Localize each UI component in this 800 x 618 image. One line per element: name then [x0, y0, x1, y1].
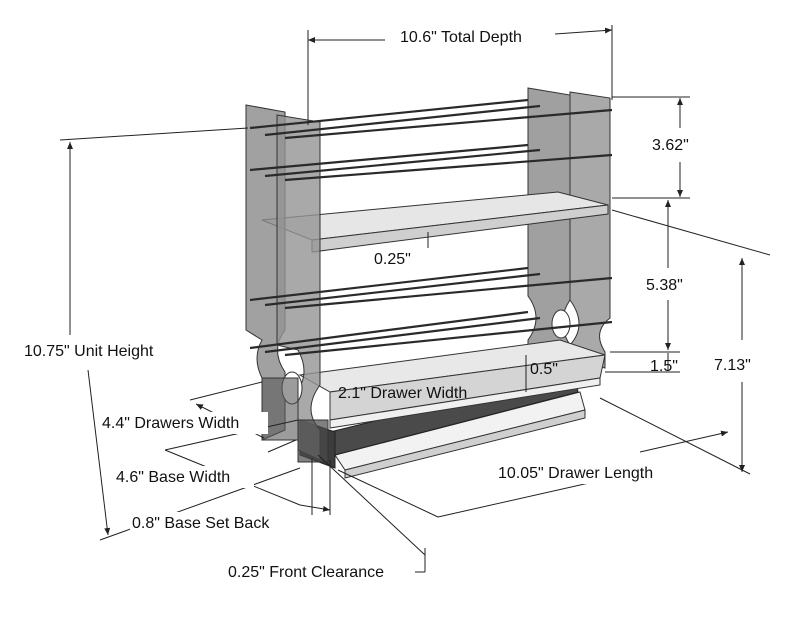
front-clearance-label: 0.25" Front Clearance [228, 564, 384, 581]
dimension-labels: 10.6" Total Depth 3.62" 0.25" 5.38" 10.7… [22, 26, 770, 581]
drawers-height-label: 7.13" [714, 357, 751, 374]
front-side-panels [245, 104, 329, 463]
unit-height-label: 10.75" Unit Height [24, 343, 154, 360]
base-height-label: 1.5" [650, 358, 678, 375]
rack-illustration [245, 87, 613, 479]
drawers-width-label: 4.4" Drawers Width [102, 415, 239, 432]
lower-shelf [298, 339, 606, 429]
shelf-rails [249, 98, 613, 357]
top-tier-height-label: 3.62" [652, 137, 689, 154]
base-set-back-label: 0.8" Base Set Back [132, 515, 270, 532]
rear-side-panels [527, 87, 611, 369]
drawer-length-label: 10.05" Drawer Length [498, 465, 653, 482]
total-depth-label: 10.6" Total Depth [400, 29, 522, 46]
dimension-lines [59, 25, 771, 573]
mid-tier-height-label: 5.38" [646, 277, 683, 294]
shelf-thickness-label: 0.25" [374, 251, 411, 268]
drawer-to-base-label: 0.5" [530, 361, 558, 378]
drawer-width-label: 2.1" Drawer Width [338, 385, 467, 402]
base-width-label: 4.6" Base Width [116, 469, 230, 486]
